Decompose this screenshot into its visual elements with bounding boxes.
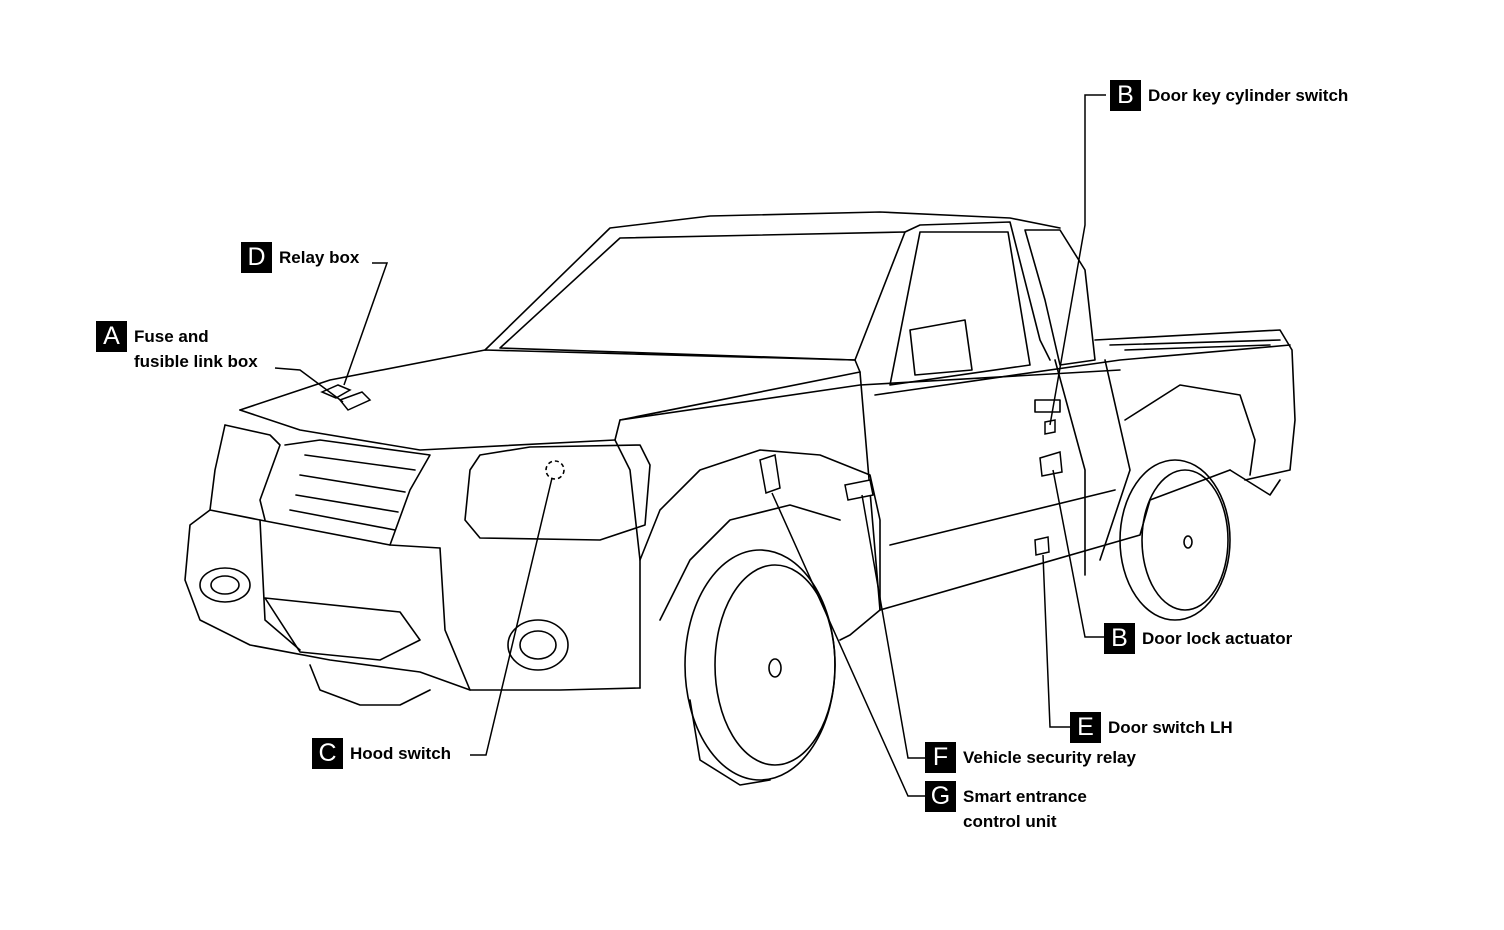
callout-vehicle-security-relay: F Vehicle security relay xyxy=(925,742,1136,773)
callout-door-switch-lh: E Door switch LH xyxy=(1070,712,1233,743)
hood-switch-part xyxy=(545,460,565,480)
callout-label: Fuse and fusible link box xyxy=(134,324,258,374)
callout-badge: D xyxy=(241,242,272,273)
callout-label-line: Vehicle security relay xyxy=(963,748,1136,767)
callout-badge: C xyxy=(312,738,343,769)
callout-label: Relay box xyxy=(279,245,359,270)
door-lock-actuator-part xyxy=(1039,451,1063,477)
door-switch-part xyxy=(1034,536,1050,556)
callout-label-line: Fuse and xyxy=(134,327,209,346)
callout-hood-switch: C Hood switch xyxy=(312,738,451,769)
callout-label: Door key cylinder switch xyxy=(1148,83,1348,108)
leader-lines xyxy=(274,94,1106,797)
callout-badge: B xyxy=(1110,80,1141,111)
callout-label: Hood switch xyxy=(350,741,451,766)
callout-label-line: Smart entrance xyxy=(963,787,1087,806)
security-relay-part xyxy=(844,479,874,501)
callout-relay-box: D Relay box xyxy=(241,242,359,273)
component-shapes xyxy=(320,384,1063,556)
relay-box-part xyxy=(320,384,352,399)
callout-label-line: Door key cylinder switch xyxy=(1148,86,1349,105)
callout-label: Door lock actuator xyxy=(1142,626,1292,651)
smart-entrance-part xyxy=(759,454,781,495)
callout-badge: F xyxy=(925,742,956,773)
callout-door-key-cylinder-switch: B Door key cylinder switch xyxy=(1110,80,1348,111)
callout-label: Smart entrance control unit xyxy=(963,784,1087,834)
callout-label-line: Hood switch xyxy=(350,744,452,763)
callout-label-line: Door lock actuator xyxy=(1142,629,1293,648)
door-key-cylinder-part xyxy=(1044,419,1056,435)
callout-smart-entrance-control-unit: G Smart entrance control unit xyxy=(925,781,1087,834)
truck-outline xyxy=(184,211,1296,786)
callout-label-line: fusible link box xyxy=(134,352,258,371)
callout-badge: A xyxy=(96,321,127,352)
callout-door-lock-actuator: B Door lock actuator xyxy=(1104,623,1292,654)
callout-label: Door switch LH xyxy=(1108,715,1233,740)
callout-label-line: Door switch LH xyxy=(1108,718,1233,737)
callout-badge: E xyxy=(1070,712,1101,743)
callout-label-line: Relay box xyxy=(279,248,360,267)
callout-label: Vehicle security relay xyxy=(963,745,1136,770)
fuse-box-part xyxy=(338,391,372,411)
callout-badge: B xyxy=(1104,623,1135,654)
callout-badge: G xyxy=(925,781,956,812)
callout-fuse-box: A Fuse and fusible link box xyxy=(96,321,258,374)
callout-label-line: control unit xyxy=(963,812,1057,831)
